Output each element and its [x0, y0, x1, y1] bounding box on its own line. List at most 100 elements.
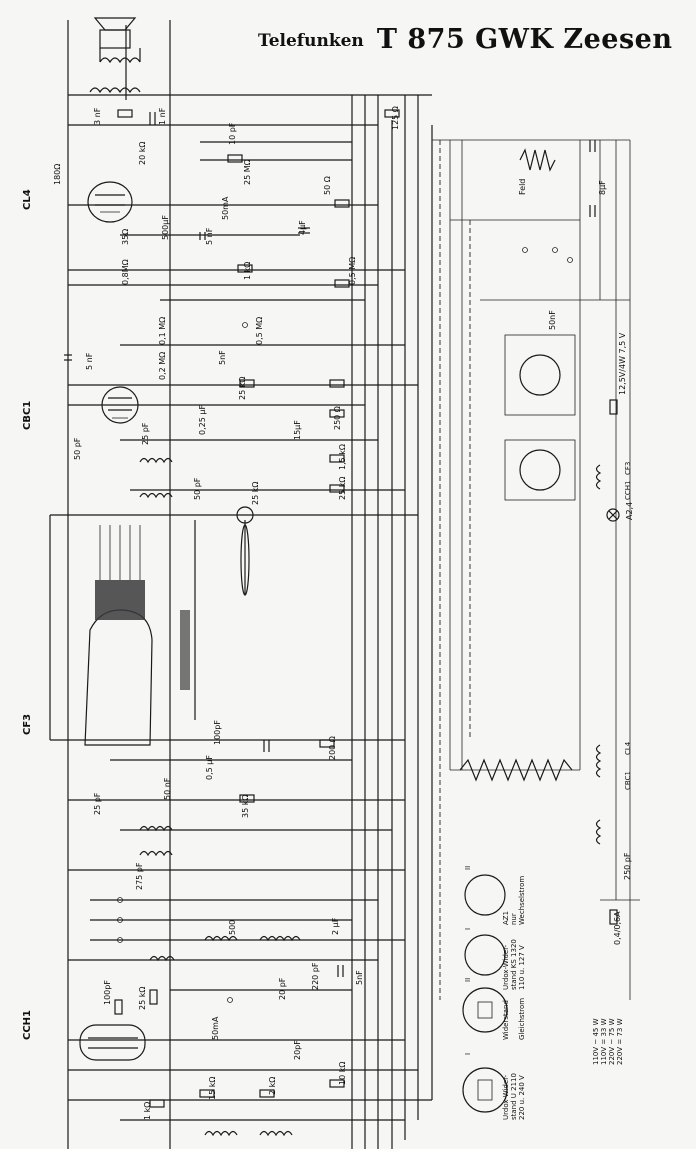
tuning-indicator-icon [236, 506, 254, 596]
legend-text-4b: nur [510, 913, 518, 925]
label-c4uf: 4μF [298, 220, 307, 235]
power-ratings: 110V ~ 45 W 110V = 33 W 220V ~ 75 W 220V… [592, 1018, 624, 1065]
label-r125: 125 Ω [391, 106, 400, 130]
label-c10pf: 10 pF [228, 122, 237, 145]
label-c50pf: 50 pF [73, 437, 82, 460]
label-c1nf: 1 nF [158, 107, 167, 125]
label-r05m-b: 0,5 MΩ [255, 317, 264, 345]
legend-text-2a: Widerstand [502, 1000, 510, 1040]
label-c025uf: 0,25 μF [198, 405, 207, 435]
label-c5nf-d: 5nF [355, 970, 364, 985]
label-r35: 35Ω [121, 229, 130, 245]
legend-num-4: II [464, 866, 472, 870]
tube-cf3-icon [84, 520, 196, 746]
label-c50nf-b: 50nF [548, 310, 557, 330]
label-r250: 250 Ω [333, 406, 342, 430]
title-model: T 875 GWK Zeesen [376, 24, 673, 55]
label-r180: 180Ω [53, 164, 62, 185]
label-r01m: 0,1 MΩ [158, 317, 167, 345]
label-c5nf-b: 5nF [218, 350, 227, 365]
label-c2uf: 2 μF [331, 917, 340, 935]
label-c100pf-b: 100pF [103, 980, 112, 1005]
right-label-cf3: CF3 [624, 462, 632, 475]
label-fuse: 0,4/0,6A [613, 911, 622, 945]
label-r25k-d: 25 kΩ [138, 987, 147, 1010]
dashed-leads [439, 140, 471, 1000]
label-c5nf-c: 5 nF [85, 352, 94, 370]
label-c20pf-b: 20pF [293, 1040, 302, 1060]
label-r8m: 0,8MΩ [121, 259, 130, 285]
label-c500uf: 500μF [161, 215, 170, 240]
bus-lines [67, 20, 631, 1149]
resistor-icons [114, 109, 618, 1108]
legend-text-1c: 220 u. 240 V [518, 1075, 526, 1120]
legend-text-1b: stand U 2110 [510, 1073, 518, 1120]
label-r1k: 1 kΩ [243, 262, 252, 280]
label-c100pf: 100pF [213, 720, 222, 745]
power-rating-2: 110V = 33 W [600, 1018, 608, 1065]
dial-lamp-icon [606, 508, 620, 522]
label-c50nf: 50 nF [163, 777, 172, 800]
label-c500pf: 500 [228, 920, 237, 935]
label-c20pf: 20 pF [278, 977, 287, 1000]
label-r1k-b: 1 kΩ [143, 1102, 152, 1120]
label-r05m: 0,5 MΩ [348, 257, 357, 285]
label-r10k: 10 kΩ [338, 1062, 347, 1085]
label-c8uf: 8μF [598, 180, 607, 195]
legend-text-3a: Urdox-Wider- [502, 944, 510, 990]
label-feld: Feld [518, 179, 527, 195]
schematic-title: Telefunken T 875 GWK Zeesen [258, 24, 672, 55]
title-brand: Telefunken [258, 31, 364, 51]
legend-text-3c: 110 u. 127 V [518, 945, 526, 990]
label-lamp-b: A2,4 [625, 502, 634, 520]
legend-num-1: I [464, 1053, 472, 1055]
tube-cch1-icon [79, 1024, 146, 1061]
switch-contacts [117, 247, 573, 1003]
label-r50ma: 50mA [221, 196, 230, 220]
label-r50: 50 Ω [323, 176, 332, 195]
label-r25k-c: 25 kΩ [251, 482, 260, 505]
tube-label-cch1: CCH1 [22, 1010, 33, 1040]
label-c50pf-b: 50 pF [193, 477, 202, 500]
legend-num-2: II [464, 978, 472, 982]
label-vr50ma: 50mA [211, 1016, 220, 1040]
label-c25pf-b: 25 pF [93, 792, 102, 815]
label-c220pf: 220 pF [311, 962, 320, 990]
right-label-cbc1: CBC1 [624, 771, 632, 790]
right-label-cch1: CCH1 [624, 481, 632, 501]
component-labels: 180Ω 3 nF 1 nF 20 kΩ 10 pF 25 MΩ 50 Ω 50… [53, 106, 634, 1120]
legend-text-4c: Wechselstrom [518, 876, 526, 925]
power-rating-1: 110V ~ 45 W [592, 1018, 600, 1065]
field-coil-icon [459, 148, 573, 782]
label-r35k: 35 kΩ [241, 795, 250, 818]
label-r25k: 25 kΩ [238, 377, 247, 400]
label-c275pf: 275 pF [135, 862, 144, 890]
legend-text-4a: AZ1 [502, 911, 510, 925]
tube-cl4-icon [87, 181, 133, 223]
label-c5nf: 5 nF [205, 227, 214, 245]
right-label-cl4: CL4 [624, 741, 632, 755]
legend-num-3: I [464, 928, 472, 930]
tube-cbc1-icon [101, 386, 139, 424]
label-r15k-b: 15 kΩ [208, 1077, 217, 1100]
label-c250pf: 250 pF [623, 852, 632, 880]
label-c3nf: 3 nF [93, 107, 102, 125]
tube-label-cl4: CL4 [22, 189, 33, 210]
socket-legend: I Urdox-Wider- stand U 2110 220 u. 240 V… [464, 866, 526, 1120]
label-r2k: 2 kΩ [268, 1077, 277, 1095]
label-r02m: 0,2 MΩ [158, 352, 167, 380]
power-rating-3: 220V ~ 75 W [608, 1018, 616, 1065]
horizontal-wires [49, 94, 640, 1121]
socket-legend-icons [462, 874, 508, 1113]
right-tube-labels: CCH1 CF3 CL4 CBC1 [624, 462, 632, 790]
label-c25pf: 25 pF [141, 422, 150, 445]
label-r20k: 20 kΩ [138, 142, 147, 165]
loudspeaker-icon [89, 17, 141, 94]
capacitor-icons [64, 112, 596, 977]
tube-label-cbc1: CBC1 [22, 401, 33, 430]
label-c15uf: 15μF [293, 420, 302, 440]
label-r25m: 25 MΩ [243, 159, 252, 185]
power-rating-4: 220V = 73 W [616, 1018, 624, 1065]
